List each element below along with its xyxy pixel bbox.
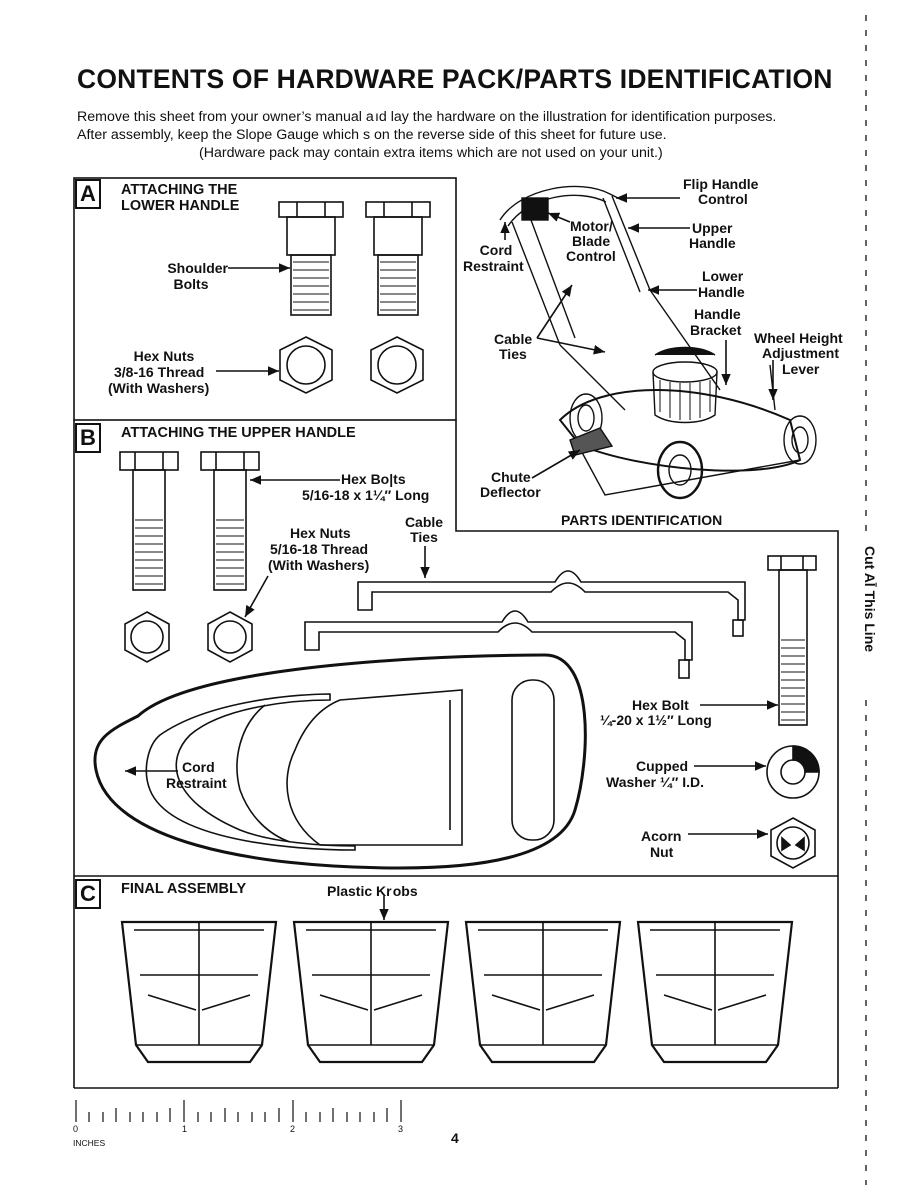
section-frames: [73, 177, 839, 1089]
cable-ties-mower-label-line-2: Ties: [499, 346, 527, 362]
hex-bolt-b-left: [119, 451, 179, 591]
chute-deflector-label-line-1: Chute: [491, 469, 531, 485]
cord-restraint-mower-label-line-1: Cord: [479, 242, 513, 258]
plastic-knob-1: [120, 920, 278, 1064]
section-b-title: ATTACHING THE UPPER HANDLE: [121, 425, 356, 441]
inch-ruler: [75, 1100, 402, 1122]
page-number: 4: [451, 1130, 459, 1146]
cord-restraint-part-label-line-2: Restraint: [166, 775, 227, 791]
wheel-height-label-line-3: Lever: [782, 361, 820, 377]
motor-blade-label-line-1: Motor/: [570, 218, 613, 234]
wheel-height-label-line-1: Wheel Height: [754, 330, 843, 346]
hex-nuts-a-label-line-1: Hex Nuts: [133, 348, 195, 364]
ruler-mark-3: 3: [398, 1124, 404, 1134]
section-c-title: FINAL ASSEMBLY: [121, 881, 247, 897]
parts-identification-heading: PARTS IDENTIFICATION: [561, 512, 723, 528]
cupped-washer-part: [766, 745, 820, 799]
intro-text-line-3: (Hardware pack may contain extra items w…: [199, 145, 663, 161]
plastic-knob-3: [464, 920, 622, 1064]
lower-handle-label-line-2: Handle: [698, 284, 745, 300]
plastic-knob-4: [636, 920, 794, 1064]
plastic-knob-2: [292, 920, 450, 1064]
shoulder-bolts-label-line-1: Shoulder: [167, 260, 228, 276]
chute-deflector-label-line-2: Deflector: [480, 484, 541, 500]
flip-handle-label-line-1: Flip Handle: [683, 176, 759, 192]
cable-ties-b-label-line-1: Cable: [404, 514, 444, 530]
upper-handle-label-line-2: Handle: [689, 235, 736, 251]
hex-bolt-part-label-line-1: Hex Bolt: [632, 697, 689, 713]
motor-blade-label-line-2: Blade: [572, 233, 611, 249]
cupped-washer-label-line-2: Washer ¼″ I.D.: [606, 774, 704, 790]
acorn-nut-label-line-2: Nut: [650, 844, 674, 860]
page-title: CONTENTS OF HARDWARE PACK/PARTS IDENTIFI…: [77, 64, 833, 94]
intro-text-line-1: Remove this sheet from your owner’s manu…: [77, 109, 777, 125]
hex-bolts-b-label-line-2: 5/16-18 x 1¼″ Long: [302, 487, 430, 503]
motor-blade-label-line-3: Control: [566, 248, 616, 264]
plastic-knobs-label: Plastic Kr obs: [327, 883, 418, 899]
upper-handle-label-line-1: Upper: [692, 220, 733, 236]
cord-restraint-part: [93, 653, 587, 870]
hex-nut-large-right: [370, 336, 424, 394]
cable-ties-b-label-line-2: Ties: [410, 529, 438, 545]
cable-ties-mower-label-line-1: Cable: [494, 331, 533, 347]
handle-bracket-label-line-1: Handle: [694, 306, 741, 322]
hex-bolt-b-right: [200, 451, 260, 591]
section-b-badge: B: [75, 423, 101, 453]
shoulder-bolts-label-line-2: Bolts: [173, 276, 209, 292]
hex-nut-small-right: [207, 611, 253, 663]
lower-handle-label-line-1: Lower: [702, 268, 744, 284]
ruler-mark-0: 0: [73, 1124, 79, 1134]
shoulder-bolt-right: [365, 201, 431, 316]
hex-nuts-a-label-line-3: (With Washers): [108, 380, 210, 396]
wheel-height-label-line-2: Adjustment: [762, 345, 839, 361]
hex-nut-large-left: [279, 336, 333, 394]
cable-tie-lower: [304, 610, 693, 679]
hex-bolt-part-label-line-2: ¼-20 x 1½″ Long: [600, 712, 712, 728]
hex-nuts-b-label-line-1: Hex Nuts: [290, 525, 351, 541]
cord-restraint-mower-label-line-2: Restraint: [463, 258, 524, 274]
shoulder-bolt-left: [278, 201, 344, 316]
hex-nuts-b-label-line-3: (With Washers): [268, 557, 370, 573]
section-a-badge: A: [75, 179, 101, 209]
hex-nuts-b-label-line-2: 5/16-18 Thread: [270, 541, 369, 557]
hex-nuts-a-label-line-2: 3/8-16 Thread: [114, 364, 205, 380]
hex-bolt-part: [767, 555, 817, 726]
ruler-mark-2: 2: [290, 1124, 296, 1134]
acorn-nut-part: [770, 817, 816, 869]
lawn-mower-drawing: [499, 185, 817, 500]
cut-along-line-label: Cut Al̄ This Line: [862, 546, 878, 653]
section-a-title-line-2: LOWER HANDLE: [121, 198, 240, 214]
cupped-washer-label-line-1: Cupped: [636, 758, 689, 774]
flip-handle-label-line-2: Control: [698, 191, 748, 207]
hex-bolts-b-label-line-1: Hex Bo|ts: [341, 471, 406, 487]
section-c-badge: C: [75, 879, 101, 909]
cable-tie-upper: [357, 570, 746, 637]
hex-nut-small-left: [124, 611, 170, 663]
ruler-mark-1: 1: [182, 1124, 188, 1134]
cord-restraint-part-label-line-1: Cord: [182, 759, 215, 775]
ruler-unit-label: INCHES: [73, 1138, 106, 1148]
section-a-title-line-1: ATTACHING THE: [121, 182, 238, 198]
intro-text-line-2: After assembly, keep the Slope Gauge whi…: [77, 127, 667, 143]
handle-bracket-label-line-2: Bracket: [690, 322, 742, 338]
acorn-nut-label-line-1: Acorn: [641, 828, 682, 844]
